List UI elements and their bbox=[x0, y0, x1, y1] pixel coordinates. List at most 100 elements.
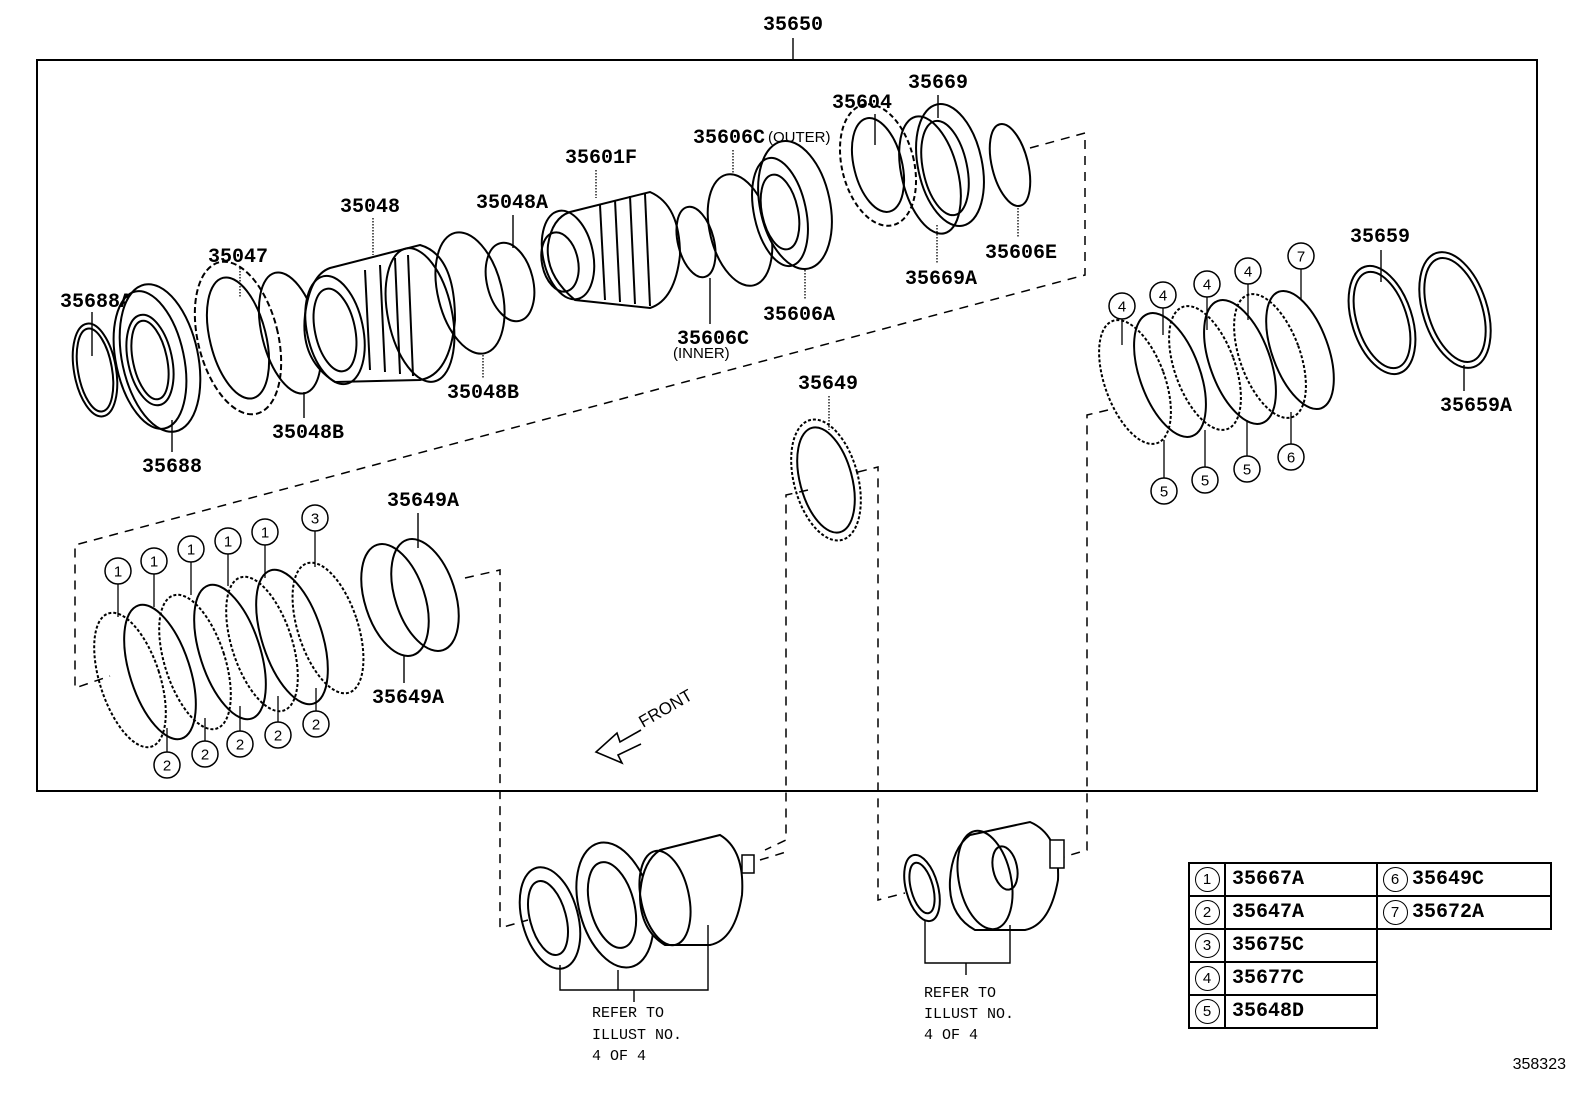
assembly-frame: 35650 bbox=[36, 14, 1538, 792]
refer-note-2: REFER TO ILLUST NO. 4 OF 4 bbox=[924, 985, 1014, 1044]
legend-callout-1: 1 bbox=[1194, 867, 1220, 892]
part-35649-clutch-plate[interactable] bbox=[779, 412, 873, 548]
left-pack-connector-dashed bbox=[464, 569, 529, 929]
legend-code-6[interactable]: 35649C bbox=[1412, 862, 1552, 897]
callout-left-top-2: 1 bbox=[177, 535, 205, 595]
callout-left-bottom-3: 2 bbox=[264, 696, 292, 749]
label-35649[interactable]: 35649 bbox=[798, 373, 858, 396]
label-35688[interactable]: 35688 bbox=[142, 456, 202, 479]
parts-legend-table: 1 35667A 6 35649C 2 35647A 7 35672A 3 35… bbox=[1188, 862, 1552, 1029]
label-35659A[interactable]: 35659A bbox=[1440, 395, 1512, 418]
legend-code-3[interactable]: 35675C bbox=[1224, 928, 1378, 963]
callout-right-top-1: 4 bbox=[1149, 281, 1177, 335]
part-35669A-seal-ring[interactable] bbox=[888, 110, 971, 240]
assembly-number-label[interactable]: 35650 bbox=[763, 14, 823, 37]
refer-note-1-line3: 4 OF 4 bbox=[592, 1048, 646, 1065]
callout-left-top-0: 1 bbox=[104, 557, 132, 617]
part-35606E-snap-ring[interactable] bbox=[982, 120, 1037, 210]
right-pack-connector-dashed bbox=[1059, 409, 1109, 859]
part-35048A-seal-ring[interactable] bbox=[478, 238, 542, 327]
callout-number: 2 bbox=[236, 737, 244, 754]
left-clutch-pack[interactable] bbox=[80, 554, 378, 756]
label-35601F[interactable]: 35601F bbox=[565, 147, 637, 170]
refer-note-2-line3: 4 OF 4 bbox=[924, 1027, 978, 1044]
callout-left-top-3: 1 bbox=[214, 527, 242, 586]
legend-callout-3: 3 bbox=[1194, 933, 1220, 958]
illustration-id: 358323 bbox=[1512, 1056, 1566, 1073]
legend-callout-5: 5 bbox=[1194, 999, 1220, 1024]
part-35659A-snap-ring[interactable] bbox=[1406, 243, 1504, 377]
label-35048B-right[interactable]: 35048B bbox=[447, 382, 519, 405]
legend-code-2[interactable]: 35647A bbox=[1224, 895, 1378, 930]
refer-note-1: REFER TO ILLUST NO. 4 OF 4 bbox=[592, 1005, 682, 1065]
legend-code-4[interactable]: 35677C bbox=[1224, 961, 1378, 996]
callout-right-top-2: 4 bbox=[1193, 270, 1221, 330]
ref1-bracket bbox=[559, 925, 709, 1002]
callout-number: 5 bbox=[1160, 484, 1168, 501]
callout-number: 1 bbox=[114, 564, 122, 581]
part-35601F-clutch-hub[interactable] bbox=[534, 190, 682, 310]
part-35669-canceller-plate[interactable] bbox=[906, 98, 994, 233]
callout-number: 4 bbox=[1118, 299, 1126, 316]
label-35048[interactable]: 35048 bbox=[340, 196, 400, 219]
callout-number: 2 bbox=[274, 728, 282, 745]
legend-callout-7: 7 bbox=[1382, 900, 1408, 925]
ref1-shaft-dash bbox=[759, 851, 787, 861]
callout-right-top-4: 7 bbox=[1287, 242, 1315, 300]
label-35606E[interactable]: 35606E bbox=[985, 242, 1057, 265]
label-35606C-outer[interactable]: 35606C bbox=[693, 127, 765, 150]
legend-code-1[interactable]: 35667A bbox=[1224, 862, 1378, 897]
callout-left-bottom-1: 2 bbox=[191, 718, 219, 768]
part-35048B-seal-ring-right[interactable] bbox=[424, 225, 516, 361]
label-35604[interactable]: 35604 bbox=[832, 92, 892, 115]
part-35659-ring[interactable] bbox=[1336, 257, 1428, 382]
ref2-bracket bbox=[924, 920, 1011, 975]
legend-code-7[interactable]: 35672A bbox=[1412, 895, 1552, 930]
callout-number: 6 bbox=[1287, 450, 1295, 467]
label-35649A-top[interactable]: 35649A bbox=[387, 490, 459, 513]
assembly-connector-dashed bbox=[74, 132, 1086, 690]
label-35669[interactable]: 35669 bbox=[908, 72, 968, 95]
legend-code-5[interactable]: 35648D bbox=[1224, 994, 1378, 1029]
reference-parts-group-2[interactable] bbox=[898, 820, 1065, 934]
label-35606C-inner[interactable]: 35606C bbox=[677, 328, 749, 351]
refer-note-2-line1: REFER TO bbox=[924, 985, 996, 1002]
label-35688A[interactable]: 35688A bbox=[60, 291, 132, 314]
legend-callout-6: 6 bbox=[1382, 867, 1408, 892]
callout-right-bottom-2: 5 bbox=[1233, 420, 1261, 483]
callout-left-bottom-2: 2 bbox=[226, 706, 254, 758]
35649-connector-left-dashed bbox=[764, 489, 809, 851]
label-35659[interactable]: 35659 bbox=[1350, 226, 1410, 249]
35649-connector-right-dashed bbox=[857, 466, 906, 901]
part-35606A-clutch-piston[interactable] bbox=[743, 134, 843, 276]
label-35606C-inner-note: (INNER) bbox=[673, 345, 730, 362]
label-35047[interactable]: 35047 bbox=[208, 246, 268, 269]
callout-number: 7 bbox=[1297, 249, 1305, 266]
callout-right-bottom-1: 5 bbox=[1191, 430, 1219, 494]
part-35688-clutch-drum-plate[interactable] bbox=[102, 277, 213, 440]
front-arrow-icon bbox=[594, 729, 642, 765]
label-35649A-bottom[interactable]: 35649A bbox=[372, 687, 444, 710]
part-35688A-snap-ring[interactable] bbox=[66, 320, 124, 420]
front-direction-indicator: FRONT bbox=[594, 686, 696, 765]
part-35604-return-spring[interactable] bbox=[828, 96, 928, 234]
part-35048-clutch-drum[interactable] bbox=[296, 242, 465, 390]
refer-note-1-line1: REFER TO bbox=[592, 1005, 664, 1022]
label-35048B-left[interactable]: 35048B bbox=[272, 422, 344, 445]
label-35048A[interactable]: 35048A bbox=[476, 192, 548, 215]
reference-parts-group-1[interactable] bbox=[509, 833, 755, 976]
callout-right-bottom-0: 5 bbox=[1150, 440, 1178, 505]
label-35606A[interactable]: 35606A bbox=[763, 304, 835, 327]
callout-number: 2 bbox=[163, 758, 171, 775]
part-35649A-snap-rings[interactable] bbox=[349, 531, 472, 665]
front-label: FRONT bbox=[636, 686, 696, 732]
callout-number: 3 bbox=[311, 511, 319, 528]
callout-number: 1 bbox=[187, 542, 195, 559]
callout-number: 5 bbox=[1201, 473, 1209, 490]
callout-right-top-3: 4 bbox=[1234, 257, 1262, 320]
part-35606C-inner-seal-ring[interactable] bbox=[670, 203, 722, 282]
part-35047-one-way-clutch[interactable] bbox=[180, 253, 295, 424]
label-35669A[interactable]: 35669A bbox=[905, 268, 977, 291]
